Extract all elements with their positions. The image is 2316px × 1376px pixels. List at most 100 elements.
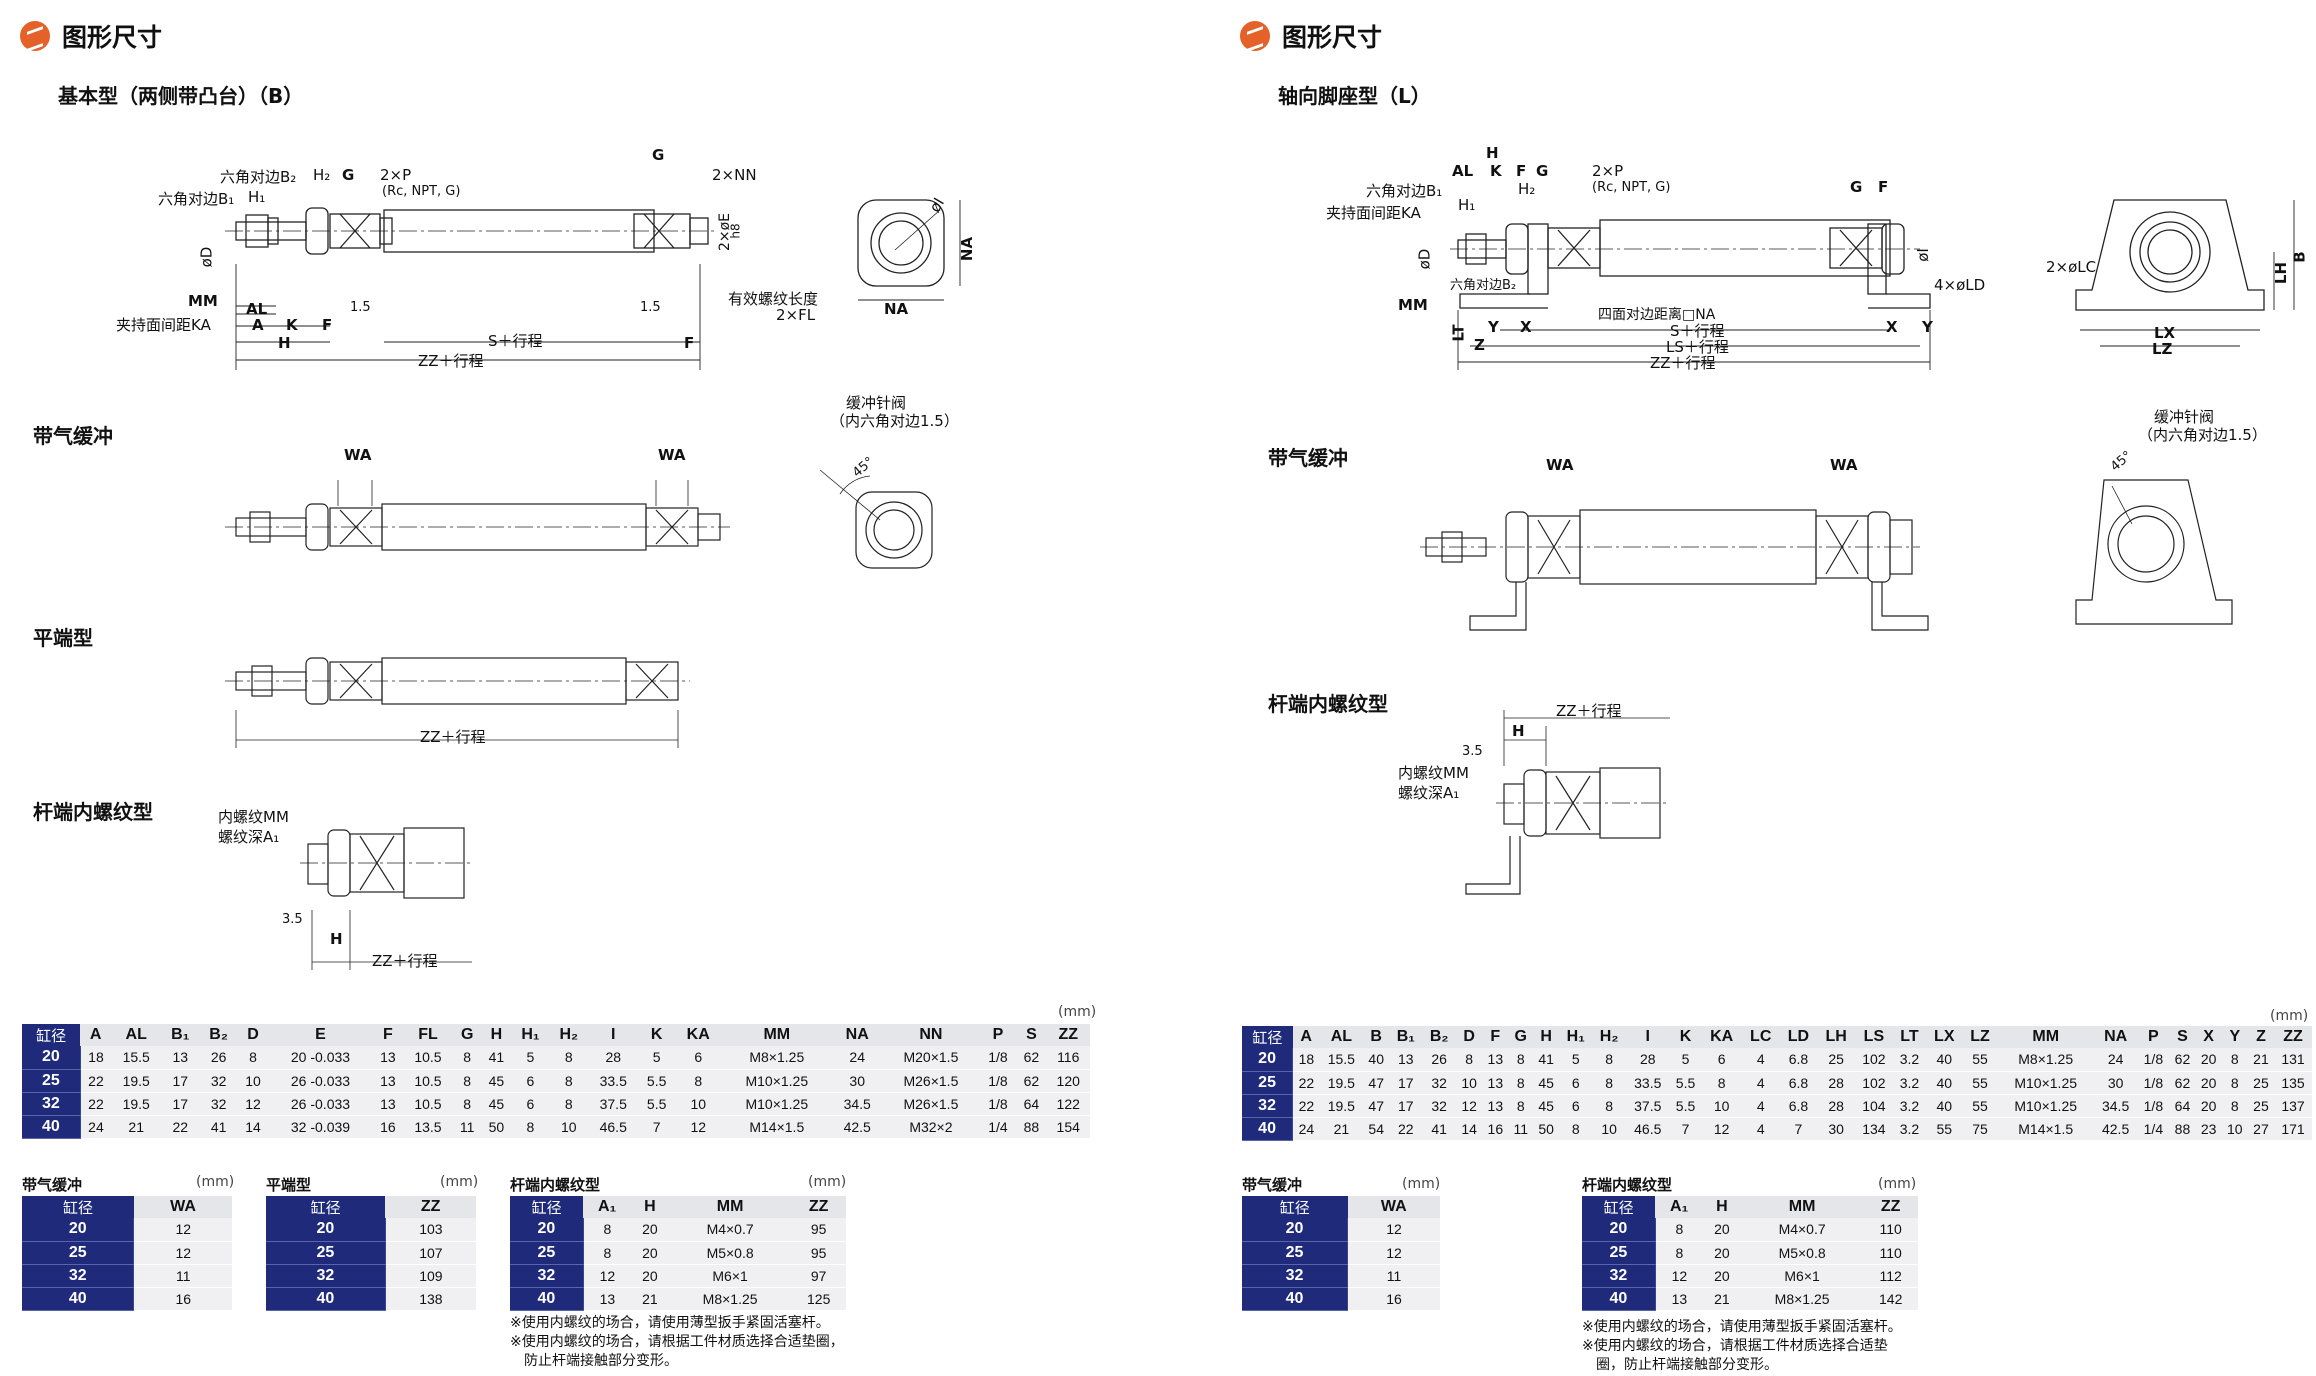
table-cell: 13: [1482, 1071, 1509, 1095]
table-cell: 8: [1508, 1071, 1534, 1095]
table-cell: 10: [238, 1069, 269, 1093]
left-subtitle: 基本型（两侧带凸台）（B）: [58, 84, 304, 108]
table-cell: 55: [1926, 1117, 1963, 1141]
table-cell: 8: [453, 1069, 482, 1093]
table-cell: 21: [2247, 1048, 2275, 1072]
column-header: 缸径: [22, 1024, 81, 1046]
table-cell: M5×0.8: [1740, 1241, 1864, 1265]
left-note-3: 防止杆端接触部分变形。: [510, 1353, 678, 1369]
table-cell: 41: [481, 1046, 512, 1070]
table-cell: 55: [1962, 1094, 1998, 1118]
table-cell: 8: [1592, 1094, 1626, 1118]
table-cell: 30: [2093, 1071, 2138, 1095]
table-cell: 112: [1863, 1264, 1918, 1288]
table-cell: 125: [791, 1287, 846, 1311]
brand-logo-icon-right: [1240, 21, 1270, 51]
row-bore-cell: 20: [1242, 1048, 1294, 1072]
table-cell: 6: [511, 1092, 550, 1116]
table-cell: 8: [583, 1218, 631, 1242]
label-g-rear: G: [652, 146, 665, 164]
table-cell: 10: [549, 1115, 589, 1139]
table-cell: 1/4: [979, 1115, 1017, 1139]
table-cell: 137: [2274, 1094, 2312, 1118]
right-female-labels: ZZ＋行程 H 3.5 内螺纹MM 螺纹深A₁: [1230, 700, 1730, 900]
left-note-2: ※使用内螺纹的场合，请根据工件材质选择合适垫圈，: [510, 1334, 844, 1350]
table-cell: 4: [1741, 1048, 1780, 1072]
table-cell: 24: [2093, 1048, 2138, 1072]
right-note-2: ※使用内螺纹的场合，请根据工件材质选择合适垫: [1582, 1338, 1888, 1354]
r-label-female-mm: 内螺纹MM: [1398, 764, 1469, 782]
table-cell: 5.5: [638, 1092, 676, 1116]
label-g: G: [342, 166, 355, 184]
r-label-lx: LX: [2154, 324, 2176, 342]
table-cell: 14: [1456, 1117, 1483, 1141]
table-cell: 32: [199, 1092, 239, 1116]
table-cell: 6: [1559, 1071, 1593, 1095]
table-cell: 18: [1292, 1048, 1320, 1072]
table-cell: 20: [631, 1264, 669, 1288]
table-cell: 62: [2169, 1071, 2196, 1095]
table-cell: 7: [638, 1115, 676, 1139]
table-cell: 5: [1669, 1048, 1702, 1072]
table-cell: 142: [1863, 1287, 1918, 1311]
right-notes: ※使用内螺纹的场合，请使用薄型扳手紧固活塞杆。 ※使用内螺纹的场合，请根据工件材…: [1582, 1318, 1902, 1375]
table-cell: 25: [1817, 1048, 1856, 1072]
table-cell: 42.5: [2093, 1117, 2138, 1141]
table-cell: 12: [1701, 1117, 1742, 1141]
r-label-x2: X: [1886, 318, 1898, 336]
table-cell: M14×1.5: [1997, 1117, 2094, 1141]
table-cell: 47: [1363, 1071, 1390, 1095]
right-note-1: ※使用内螺纹的场合，请使用薄型扳手紧固活塞杆。: [1582, 1319, 1902, 1335]
table-cell: 10: [1592, 1117, 1626, 1141]
column-header: A: [80, 1024, 112, 1046]
table-cell: 102: [1855, 1048, 1893, 1072]
column-header: ZZ: [791, 1196, 846, 1218]
table-cell: 6.8: [1779, 1094, 1818, 1118]
row-bore-cell: 20: [22, 1046, 81, 1070]
right-subtitle: 轴向脚座型（L）: [1278, 84, 1431, 108]
column-header: NA: [832, 1024, 883, 1046]
left-flat-table-title: 平端型: [266, 1176, 312, 1194]
column-header: G: [1508, 1026, 1534, 1048]
r-label-p: 2×P: [1592, 162, 1624, 180]
row-bore-cell: 40: [22, 1115, 81, 1139]
table-cell: 8: [2221, 1048, 2248, 1072]
table-cell: 21: [111, 1115, 162, 1139]
label-p: 2×P: [380, 166, 412, 184]
table-cell: M20×1.5: [882, 1046, 980, 1070]
label-f-rear: F: [684, 334, 695, 352]
table-cell: 40: [1926, 1048, 1963, 1072]
table-cell: 54: [1363, 1117, 1390, 1141]
right-foot-drawing: [1450, 199, 2295, 370]
brand-logo-icon: [20, 21, 50, 51]
r-label-ld: 4×øLD: [1934, 276, 1986, 294]
table-cell: 10: [1701, 1094, 1742, 1118]
table-cell: 20: [631, 1241, 669, 1265]
table-cell: 8: [511, 1115, 550, 1139]
table-cell: 22: [80, 1092, 112, 1116]
table-cell: 8: [1456, 1048, 1483, 1072]
label-na2: NA: [958, 236, 977, 262]
table-cell: 10: [675, 1092, 722, 1116]
column-header: LD: [1779, 1026, 1818, 1048]
table-cell: 8: [1655, 1241, 1703, 1265]
label-nn: 2×NN: [712, 166, 757, 184]
table-cell: 8: [1701, 1071, 1742, 1095]
column-header: F: [1482, 1026, 1509, 1048]
column-header: H₂: [549, 1024, 589, 1046]
r-label-f-rear: F: [1878, 178, 1889, 196]
table-cell: 3.2: [1892, 1117, 1927, 1141]
table-cell: 171: [2274, 1117, 2312, 1141]
table-cell: 10.5: [402, 1069, 454, 1093]
table-cell: 37.5: [588, 1092, 639, 1116]
table-cell: 12: [238, 1092, 269, 1116]
